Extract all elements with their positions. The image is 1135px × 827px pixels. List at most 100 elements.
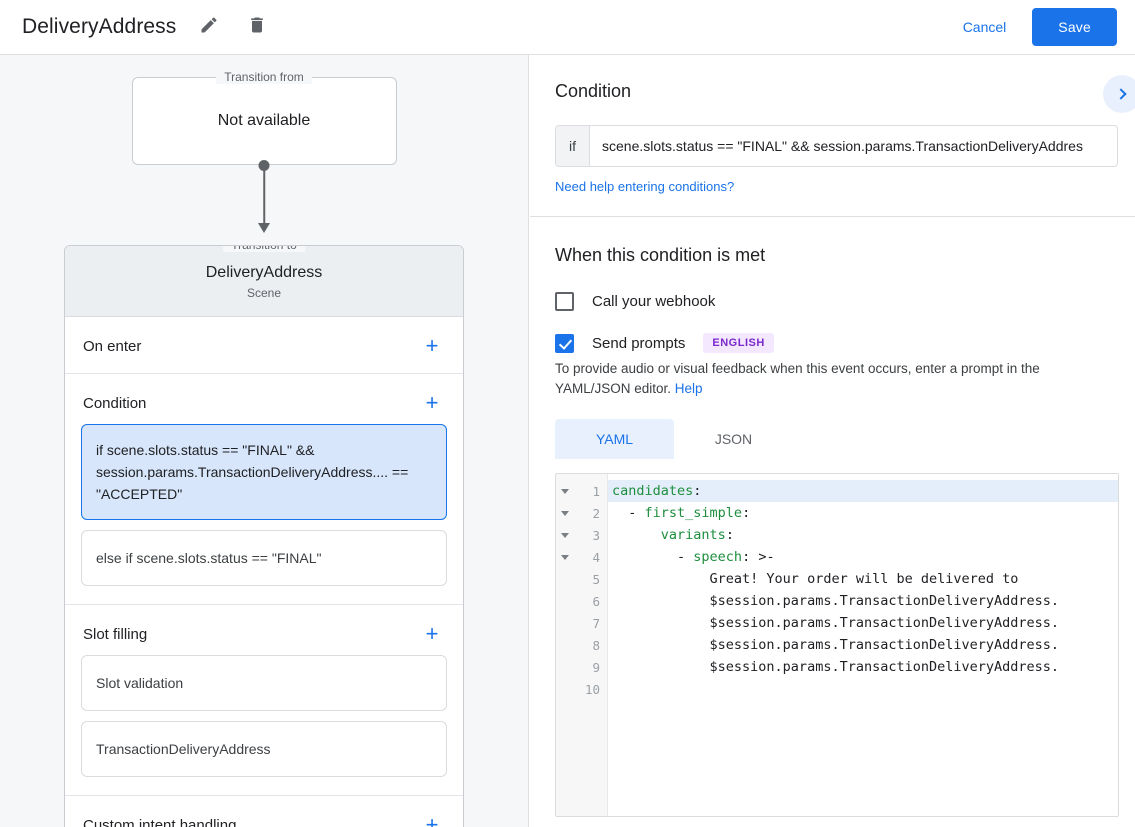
editor-gutter-row: 7 <box>556 612 607 634</box>
editor-line-number: 1 <box>592 483 600 499</box>
condition-input-row: if <box>555 125 1118 167</box>
editor-gutter-row: 6 <box>556 590 607 612</box>
editor-code-line <box>608 678 1118 700</box>
editor-code-line: Great! Your order will be delivered to <box>612 571 1019 587</box>
editor-gutter-row: 2 <box>556 502 607 524</box>
left-panel: Transition from Not available Transition… <box>0 55 529 827</box>
transition-to-legend: Transition to <box>223 246 305 252</box>
app-bar: DeliveryAddress Cancel Save <box>0 0 1135 55</box>
call-webhook-label: Call your webhook <box>592 293 716 310</box>
editor-code-line: $session.params.TransactionDeliveryAddre… <box>612 593 1060 609</box>
editor-code-line: $session.params.TransactionDeliveryAddre… <box>612 637 1060 653</box>
edit-name-button[interactable] <box>192 10 226 44</box>
editor-code-line: variants: <box>660 527 734 543</box>
webhook-row: Call your webhook <box>555 292 1118 311</box>
send-prompts-checkbox[interactable] <box>555 333 574 353</box>
editor-code-line: - speech: >- <box>612 549 775 565</box>
editor-line-number: 9 <box>592 659 600 675</box>
language-badge: ENGLISH <box>703 333 774 353</box>
fold-triangle-icon[interactable] <box>556 510 574 516</box>
format-tabs: YAML JSON <box>555 419 1118 459</box>
transition-from-value: Not available <box>217 112 311 129</box>
condition-help-link[interactable]: Need help entering conditions? <box>555 179 735 194</box>
slot-validation-item[interactable]: Slot validation <box>81 655 447 711</box>
fold-triangle-icon[interactable] <box>556 532 574 538</box>
transition-from-legend: Transition from <box>216 70 312 84</box>
section-slot-filling: Slot filling + Slot validation Transacti… <box>65 605 463 796</box>
prompts-help-link[interactable]: Help <box>674 381 703 396</box>
section-condition: Condition + if scene.slots.status == "FI… <box>65 374 463 605</box>
section-title-custom-intent: Custom intent handling <box>83 816 237 827</box>
slot-filling-items: Slot validation TransactionDeliveryAddre… <box>65 655 463 795</box>
editor-gutter-row: 5 <box>556 568 607 590</box>
editor-code-line: $session.params.TransactionDeliveryAddre… <box>612 615 1060 631</box>
condition-editor-block: Condition if Need help entering conditio… <box>530 55 1135 217</box>
editor-gutter-row: 4 <box>556 546 607 568</box>
fold-triangle-icon[interactable] <box>556 554 574 560</box>
scene-header[interactable]: DeliveryAddress Scene <box>65 246 463 317</box>
prompts-helper-text: To provide audio or visual feedback when… <box>555 359 1118 399</box>
save-button[interactable]: Save <box>1032 8 1117 46</box>
code-editor[interactable]: 1 2 3 4 5 6 7 8 9 10 candidates: - first_simple: … <box>555 473 1119 817</box>
editor-gutter-row: 3 <box>556 524 607 546</box>
tab-json[interactable]: JSON <box>714 431 753 447</box>
section-custom-intent-handling: Custom intent handling + <box>65 796 463 827</box>
scene-name: DeliveryAddress <box>205 264 323 281</box>
add-on-enter-button[interactable]: + <box>425 333 439 358</box>
section-header-custom-intent[interactable]: Custom intent handling + <box>65 796 463 827</box>
editor-line-number: 7 <box>592 615 600 631</box>
editor-line-number: 2 <box>592 505 600 521</box>
add-slot-filling-button[interactable]: + <box>425 621 439 646</box>
editor-gutter-row: 10 <box>556 678 607 700</box>
condition-expression-input[interactable] <box>590 126 1117 166</box>
condition-items: if scene.slots.status == "FINAL" && sess… <box>65 424 463 604</box>
send-prompts-row: Send prompts ENGLISH <box>555 333 1118 353</box>
section-header-condition[interactable]: Condition + <box>65 374 463 424</box>
section-on-enter: On enter + <box>65 317 463 374</box>
trash-icon <box>247 15 267 40</box>
editor-line-number: 6 <box>592 593 600 609</box>
condition-heading: Condition <box>555 81 632 101</box>
prompts-helper-sentence: To provide audio or visual feedback when… <box>555 361 1040 396</box>
chevron-right-icon <box>1114 88 1127 100</box>
section-header-slot-filling[interactable]: Slot filling + <box>65 605 463 655</box>
editor-code-line: $session.params.TransactionDeliveryAddre… <box>612 659 1060 675</box>
connector-arrow-icon <box>258 223 270 233</box>
graph-connector <box>132 160 397 245</box>
editor-line-number: 8 <box>592 637 600 653</box>
editor-gutter: 1 2 3 4 5 6 7 8 9 10 <box>556 474 608 816</box>
section-title-condition: Condition <box>83 394 147 412</box>
transition-graph: Transition from Not available Transition… <box>0 55 528 827</box>
editor-line-number: 4 <box>592 549 600 565</box>
editor-code-line: - first_simple: <box>612 505 751 521</box>
condition-item-else-if[interactable]: else if scene.slots.status == "FINAL" <box>81 530 447 586</box>
add-condition-button[interactable]: + <box>425 390 439 415</box>
section-title-on-enter: On enter <box>83 337 142 355</box>
editor-gutter-row: 1 <box>556 480 607 502</box>
editor-line-number: 3 <box>592 527 600 543</box>
editor-gutter-row: 8 <box>556 634 607 656</box>
cancel-button[interactable]: Cancel <box>951 10 1019 44</box>
connector-line <box>263 165 265 227</box>
editor-line-number: 5 <box>592 571 600 587</box>
send-prompts-label: Send prompts <box>592 334 686 352</box>
condition-item-selected[interactable]: if scene.slots.status == "FINAL" && sess… <box>81 424 447 520</box>
condition-if-prefix: if <box>556 126 590 166</box>
editor-gutter-row: 9 <box>556 656 607 678</box>
add-custom-intent-button[interactable]: + <box>425 812 439 827</box>
page-title: DeliveryAddress <box>22 15 177 38</box>
section-header-on-enter[interactable]: On enter + <box>65 317 463 373</box>
expand-panel-button[interactable] <box>1103 75 1135 113</box>
scene-type: Scene <box>246 286 282 300</box>
delete-button[interactable] <box>240 10 274 44</box>
fold-triangle-icon[interactable] <box>556 488 574 494</box>
editor-code-area[interactable]: candidates: - first_simple: variants: - … <box>608 474 1118 816</box>
when-met-heading: When this condition is met <box>555 245 766 265</box>
section-title-slot-filling: Slot filling <box>83 625 148 643</box>
call-webhook-checkbox[interactable] <box>555 292 574 311</box>
slot-item-transaction-delivery-address[interactable]: TransactionDeliveryAddress <box>81 721 447 777</box>
tab-yaml[interactable]: YAML <box>555 419 674 459</box>
pencil-icon <box>199 15 219 40</box>
transition-from-node[interactable]: Transition from Not available <box>131 70 397 165</box>
editor-code-line: candidates: <box>608 480 1118 502</box>
